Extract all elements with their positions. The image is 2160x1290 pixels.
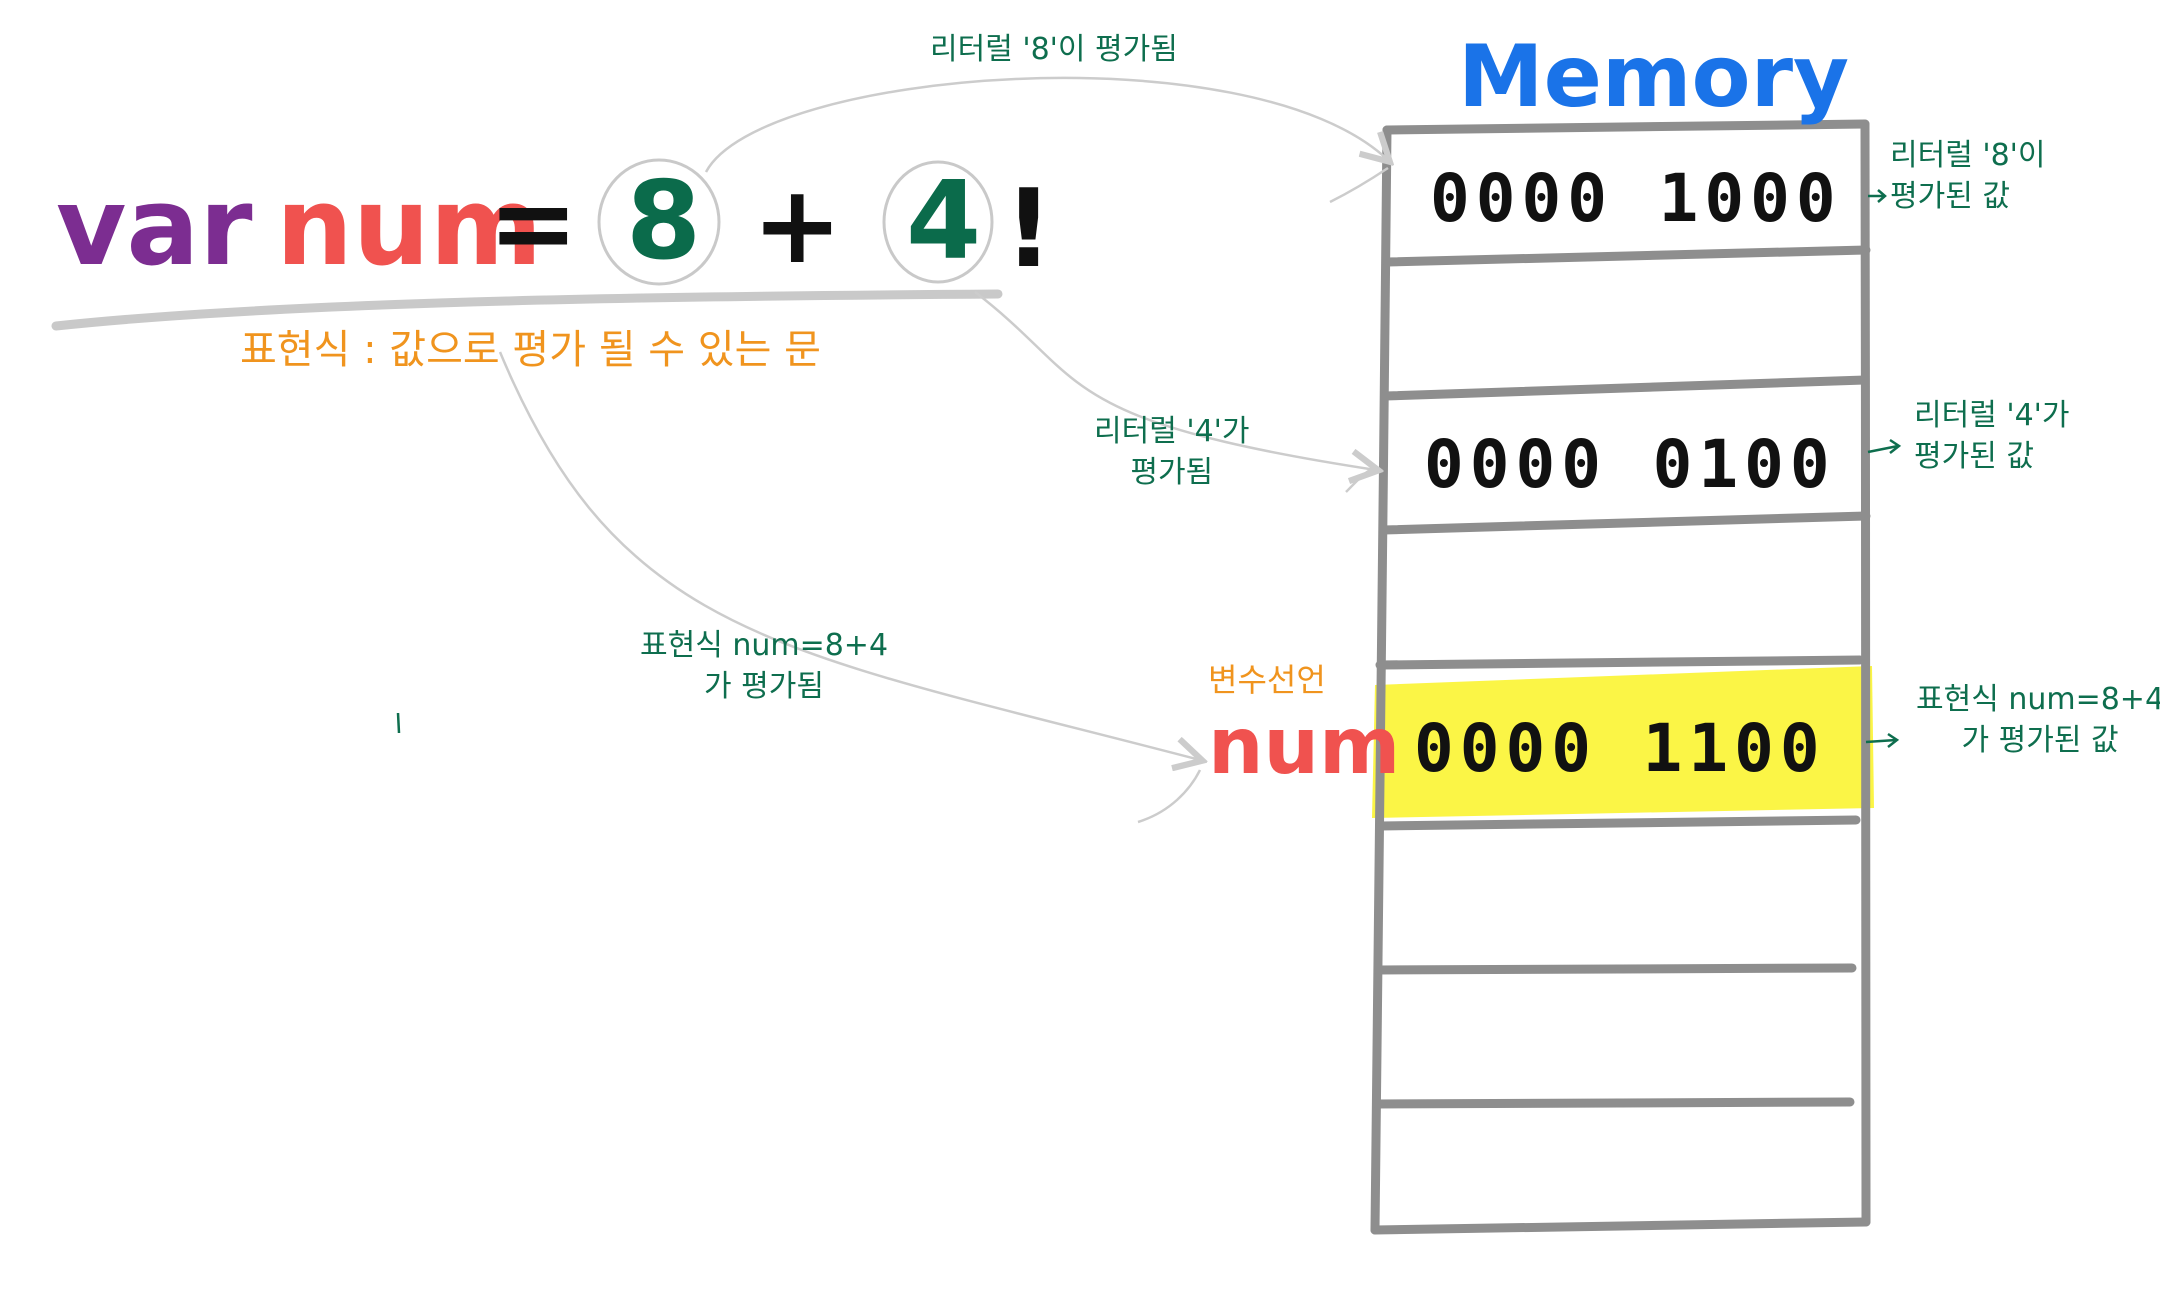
connector-literal-8-extra <box>1329 166 1389 204</box>
row-5-note-line-2: 가 평가된 값 <box>1961 722 2119 758</box>
code-plus-operator: + <box>752 163 843 288</box>
literal-4-circle <box>882 160 994 284</box>
code-literal-8: 8 <box>626 159 702 284</box>
row-3-note-line-2: 평가된 값 <box>1914 438 2034 474</box>
row-1-note: 리터럴 '8'이 평가된 값 <box>1890 136 2046 217</box>
connector-literal-4-tail <box>1345 466 1377 493</box>
expression-connector-note: 표현식 num=8+4 가 평가됨 <box>640 626 888 707</box>
memory-table <box>1370 119 1871 1235</box>
statement-underline <box>51 289 1003 331</box>
literal-4-connector-note-line-2: 평가됨 <box>1130 454 1214 490</box>
connector-expression-tail <box>1137 769 1202 824</box>
code-keyword-var: var <box>56 165 253 290</box>
memory-row-1-value: 0000 1000 <box>1430 160 1842 237</box>
code-literal-4: 4 <box>906 159 982 284</box>
literal-4-connector-note: 리터럴 '4'가 평가됨 <box>1094 412 1250 493</box>
memory-row-3-value: 0000 0100 <box>1424 426 1836 503</box>
code-variable-num: num <box>276 165 543 290</box>
expression-definition-note: 표현식 : 값으로 평가 될 수 있는 문 <box>240 327 821 373</box>
connector-literal-8 <box>704 76 1388 173</box>
row-1-note-line-2: 평가된 값 <box>1890 178 2010 214</box>
literal-8-circle <box>597 158 721 286</box>
result-highlight <box>1372 666 1874 818</box>
literal-4-connector-note-line-1: 리터럴 '4'가 <box>1094 414 1250 449</box>
memory-title: Memory <box>1458 27 1850 127</box>
code-assign-operator: = <box>488 161 579 286</box>
row-5-note: 표현식 num=8+4 가 평가된 값 <box>1916 680 2160 761</box>
row-3-note: 리터럴 '4'가 평가된 값 <box>1914 396 2070 477</box>
expression-connector-note-line-1: 표현식 num=8+4 <box>640 628 889 663</box>
row-5-note-line-1: 표현식 num=8+4 <box>1916 682 2160 717</box>
connector-literal-4 <box>974 291 1376 470</box>
connector-expression <box>498 351 1200 760</box>
row-3-note-line-1: 리터럴 '4'가 <box>1914 398 2070 433</box>
stray-mark <box>396 712 401 734</box>
expression-connector-note-line-2: 가 평가됨 <box>704 668 824 704</box>
row-note-arrows <box>1865 189 1902 748</box>
literal-8-connector-note: 리터럴 '8'이 평가됨 <box>930 32 1178 67</box>
declaration-label: 변수선언 <box>1208 661 1326 699</box>
memory-row-5-value: 0000 1100 <box>1414 710 1826 787</box>
row-1-note-line-1: 리터럴 '8'이 <box>1890 138 2046 173</box>
code-terminator: ! <box>1004 167 1054 292</box>
declaration-variable: num <box>1208 702 1401 792</box>
